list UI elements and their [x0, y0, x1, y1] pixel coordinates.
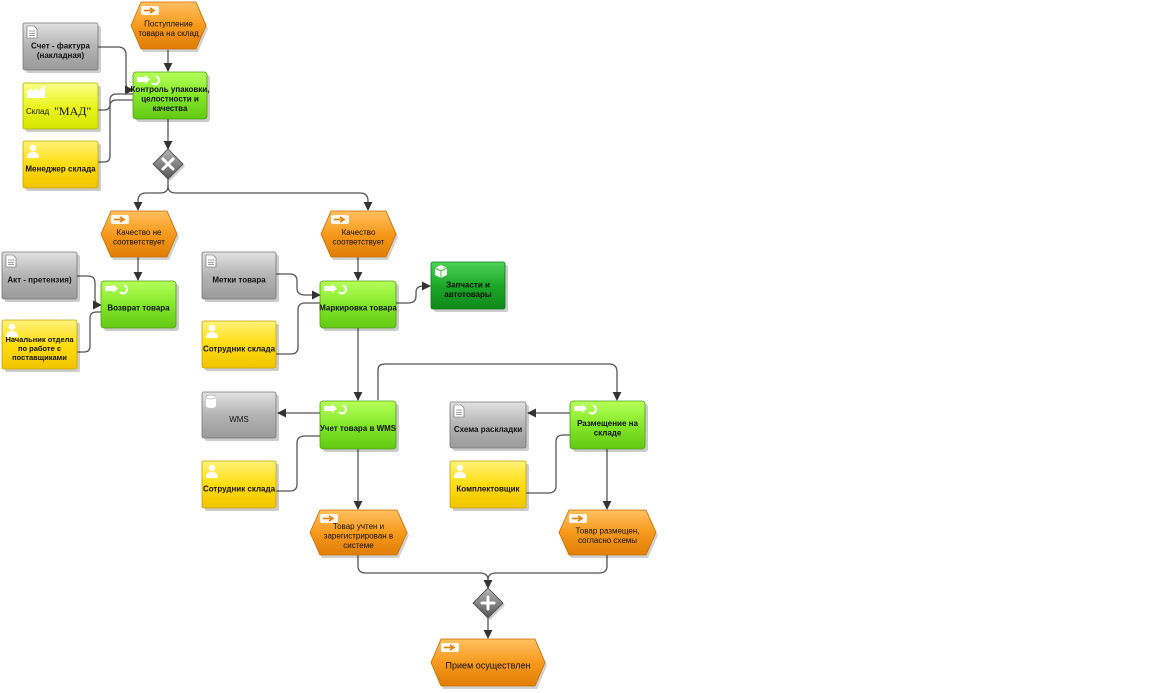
xor-gateway-icon[interactable]	[152, 148, 185, 181]
function-control-label: целостности и	[141, 94, 199, 103]
objects-parts-label: Запчасти и	[446, 281, 490, 290]
event-accepted-label: Прием осуществлен	[446, 661, 531, 671]
event-arrow-icon	[331, 215, 349, 224]
event-arrow-icon	[111, 215, 129, 224]
roles-employee-1[interactable]: Сотрудник склада	[201, 320, 279, 371]
event-receipt-label: Поступление	[144, 20, 193, 29]
person-icon	[27, 144, 39, 158]
and-gateway-icon[interactable]	[472, 587, 505, 620]
document-icon	[453, 404, 465, 418]
objects-wms-label: WMS	[229, 415, 249, 424]
objects-wms[interactable]: WMS	[201, 391, 279, 441]
function-placement-label: складе	[594, 429, 622, 438]
function-return[interactable]: Возврат товара	[100, 280, 179, 331]
function-arrow-icon	[324, 284, 347, 295]
event-receipt-label: товара на склад	[138, 29, 199, 38]
documents-claim[interactable]: Акт - претензия)	[1, 251, 80, 302]
roles-head-supplier-label: Начальник отдела	[5, 335, 74, 344]
document-icon	[5, 254, 17, 268]
function-control-label: Контроль упаковки,	[131, 85, 210, 94]
event-registered-label: системе	[343, 541, 374, 550]
document-icon	[26, 25, 38, 39]
roles-manager-label: Менеджер склада	[25, 164, 96, 173]
documents-claim-label: Акт - претензия)	[7, 275, 72, 284]
person-icon	[6, 323, 18, 337]
function-arrow-icon	[574, 404, 597, 415]
person-icon	[454, 464, 466, 478]
event-registered-label: зарегистрирован в	[324, 531, 393, 540]
documents-layout-scheme-label: Схема раскладки	[454, 425, 522, 434]
event-arrow-icon	[441, 643, 459, 652]
roles-employee-2-label: Сотрудник склада	[203, 484, 276, 493]
event-quality-ok-label: соответствует	[333, 238, 385, 247]
function-wms-account-label: Учет товара в WMS	[320, 424, 397, 433]
event-registered-label: Товар учтен и	[333, 522, 384, 531]
event-quality-bad-label: соответствует	[113, 238, 165, 247]
function-placement-label: Размещение на	[577, 419, 638, 428]
roles-head-supplier-label: по работе с	[18, 344, 61, 353]
documents-invoice-label: Счет - фактура	[31, 42, 90, 51]
function-marking-label: Маркировка товара	[319, 303, 397, 312]
function-arrow-icon	[105, 284, 128, 295]
objects-parts-label: автотовары	[444, 290, 492, 299]
event-placed-label: согласно схемы	[578, 536, 637, 545]
roles-picker-label: Комплектовщик	[456, 484, 520, 493]
database-icon	[205, 394, 217, 408]
documents-layout-scheme[interactable]: Схема раскладки	[449, 401, 529, 451]
roles-employee-2[interactable]: Сотрудник склада	[201, 460, 279, 511]
event-placed-label: Товар размещен,	[576, 527, 640, 536]
warehouse-prefix-label: Склад	[26, 107, 49, 116]
factory-icon	[27, 86, 45, 98]
connectors	[77, 46, 622, 639]
object-warehouse[interactable]: Склад "МАД"	[22, 82, 101, 132]
documents-labels[interactable]: Метки товара	[201, 251, 279, 302]
warehouse-name-label: "МАД"	[54, 104, 91, 118]
function-arrow-icon	[137, 75, 160, 86]
roles-employee-1-label: Сотрудник склада	[203, 344, 276, 353]
documents-invoice[interactable]: Счет - фактура(накладная)	[22, 22, 101, 73]
function-return-label: Возврат товара	[107, 303, 170, 312]
documents-labels-label: Метки товара	[212, 275, 266, 284]
documents-invoice-label: (накладная)	[37, 51, 85, 60]
document-icon	[205, 254, 217, 268]
event-quality-ok-label: Качество	[342, 228, 376, 237]
person-icon	[206, 324, 218, 338]
function-marking[interactable]: Маркировка товара	[319, 280, 399, 331]
event-arrow-icon	[569, 514, 587, 523]
function-control-label: качества	[153, 104, 188, 113]
roles-head-supplier-label: поставщиками	[12, 353, 67, 362]
function-arrow-icon	[324, 404, 347, 415]
person-icon	[206, 464, 218, 478]
event-arrow-icon	[141, 6, 159, 15]
cube-icon	[434, 265, 448, 278]
roles-manager[interactable]: Менеджер склада	[22, 140, 101, 191]
event-placed[interactable]: Товар размещен,согласно схемы	[558, 509, 658, 558]
function-wms-account[interactable]: Учет товара в WMS	[319, 400, 399, 452]
event-quality-bad-label: Качество не	[117, 228, 162, 237]
event-accepted[interactable]: Прием осуществлен	[430, 638, 547, 689]
roles-picker[interactable]: Комплектовщик	[449, 460, 529, 511]
event-arrow-icon	[320, 514, 338, 523]
